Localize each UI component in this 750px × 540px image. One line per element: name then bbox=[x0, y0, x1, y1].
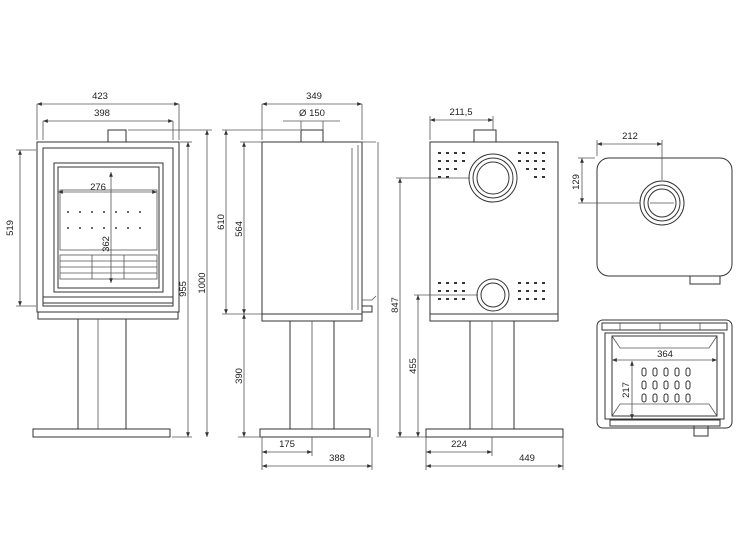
dim-firebox-width: 364 bbox=[657, 349, 673, 360]
rear-dimensions: 211,5 847 455 224 449 bbox=[390, 107, 564, 470]
front-view bbox=[32, 129, 180, 438]
section-dimensions: 364 217 bbox=[612, 349, 717, 419]
front-dots bbox=[67, 211, 141, 229]
section-view bbox=[596, 319, 733, 437]
rear-vents-bottom bbox=[438, 282, 545, 300]
dim-side-610: 610 bbox=[216, 214, 227, 230]
dim-height-1000: 1000 bbox=[197, 272, 208, 293]
dim-body-height: 519 bbox=[5, 220, 16, 236]
rear-view bbox=[425, 129, 564, 438]
dim-firebox-height: 217 bbox=[621, 382, 632, 398]
dim-rear-847: 847 bbox=[390, 297, 401, 313]
side-dimensions: 349 Ø 150 610 564 390 175 388 bbox=[216, 91, 379, 470]
front-dimensions: 423 398 276 362 519 955 1000 bbox=[5, 91, 212, 438]
top-view bbox=[596, 157, 733, 285]
dim-window-width: 276 bbox=[90, 182, 106, 193]
dim-side-564: 564 bbox=[234, 221, 245, 237]
front-grate bbox=[59, 254, 158, 280]
dim-flue-diameter: Ø 150 bbox=[299, 108, 325, 119]
dim-rear-base-offset: 224 bbox=[451, 439, 467, 450]
dim-side-base-offset: 175 bbox=[279, 439, 295, 450]
dim-rear-flue-offset: 211,5 bbox=[449, 107, 472, 118]
dim-rear-455: 455 bbox=[408, 358, 419, 374]
dim-side-depth: 349 bbox=[306, 91, 322, 102]
dim-front-width-inner: 398 bbox=[94, 108, 110, 119]
dim-height-955: 955 bbox=[178, 281, 189, 297]
dim-top-flue-x: 212 bbox=[622, 131, 638, 142]
dim-rear-base-width: 449 bbox=[519, 453, 535, 464]
dim-window-height: 362 bbox=[101, 236, 112, 252]
dim-top-flue-y: 129 bbox=[571, 174, 582, 190]
dim-side-base-depth: 388 bbox=[329, 453, 345, 464]
dim-front-width-outer: 423 bbox=[92, 91, 108, 102]
side-view bbox=[259, 129, 377, 438]
rear-vents-top bbox=[438, 152, 545, 178]
top-dimensions: 212 129 bbox=[571, 131, 663, 204]
dim-pedestal-height: 390 bbox=[234, 368, 245, 384]
section-grate-slots bbox=[641, 367, 691, 403]
